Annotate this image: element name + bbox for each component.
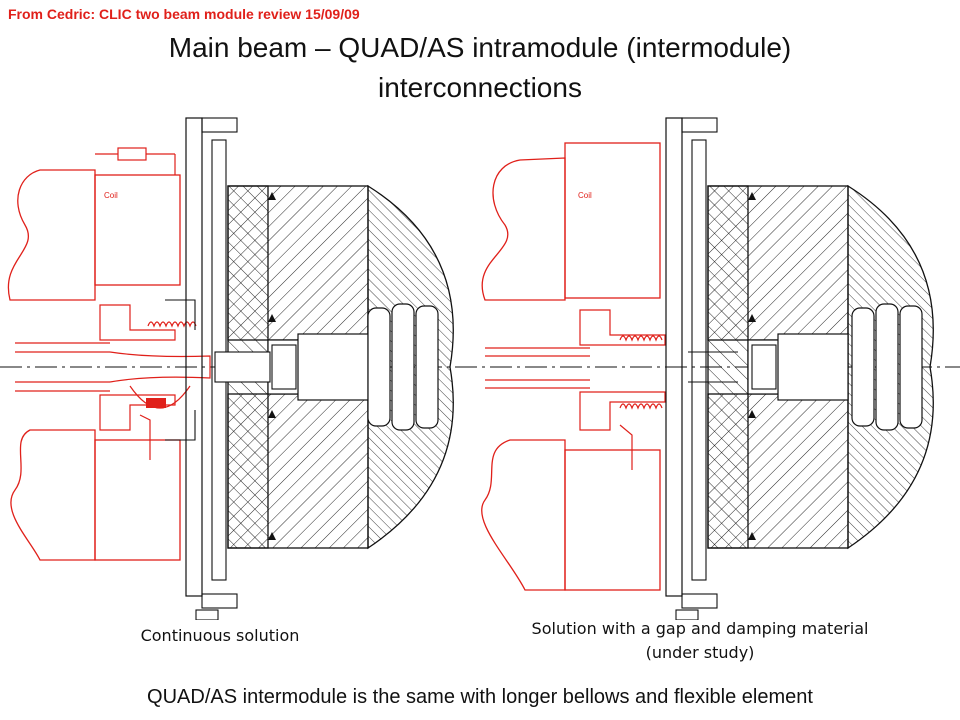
source-note: From Cedric: CLIC two beam module review… bbox=[8, 6, 360, 22]
left-coil-box-lower bbox=[94, 439, 181, 561]
right-coil-box-upper bbox=[564, 142, 661, 299]
right-bellows-lower bbox=[619, 403, 663, 410]
left-coil-box-upper bbox=[94, 174, 181, 286]
right-caption-line-1: Solution with a gap and damping material bbox=[531, 619, 869, 638]
left-coil-outline-lower bbox=[10, 429, 96, 561]
left-drawing: Coil bbox=[7, 117, 454, 620]
right-coil-outline-upper bbox=[481, 157, 566, 301]
left-bellows-upper bbox=[147, 321, 197, 328]
right-bellows-upper bbox=[619, 335, 663, 342]
right-caption: Solution with a gap and damping material… bbox=[480, 617, 920, 665]
left-bpm-rings bbox=[367, 303, 439, 431]
right-caption-line-2: (under study) bbox=[645, 643, 755, 662]
left-coil-outline-upper bbox=[7, 169, 96, 301]
right-coil-label: Coil bbox=[578, 191, 592, 200]
right-bpm-rings bbox=[851, 303, 923, 431]
left-caption: Continuous solution bbox=[140, 626, 300, 645]
title-line-2: interconnections bbox=[378, 72, 582, 103]
technical-drawings: Coil bbox=[0, 117, 960, 620]
page-title: Main beam – QUAD/AS intramodule (intermo… bbox=[0, 28, 960, 108]
footer-note: QUAD/AS intermodule is the same with lon… bbox=[147, 686, 813, 708]
title-line-1: Main beam – QUAD/AS intramodule (intermo… bbox=[168, 32, 792, 63]
left-damping-element bbox=[146, 398, 166, 408]
right-coil-box-lower bbox=[564, 449, 661, 591]
right-coil-outline-lower bbox=[481, 439, 566, 591]
right-drawing: Coil bbox=[481, 117, 934, 620]
left-coil-label: Coil bbox=[104, 191, 118, 200]
